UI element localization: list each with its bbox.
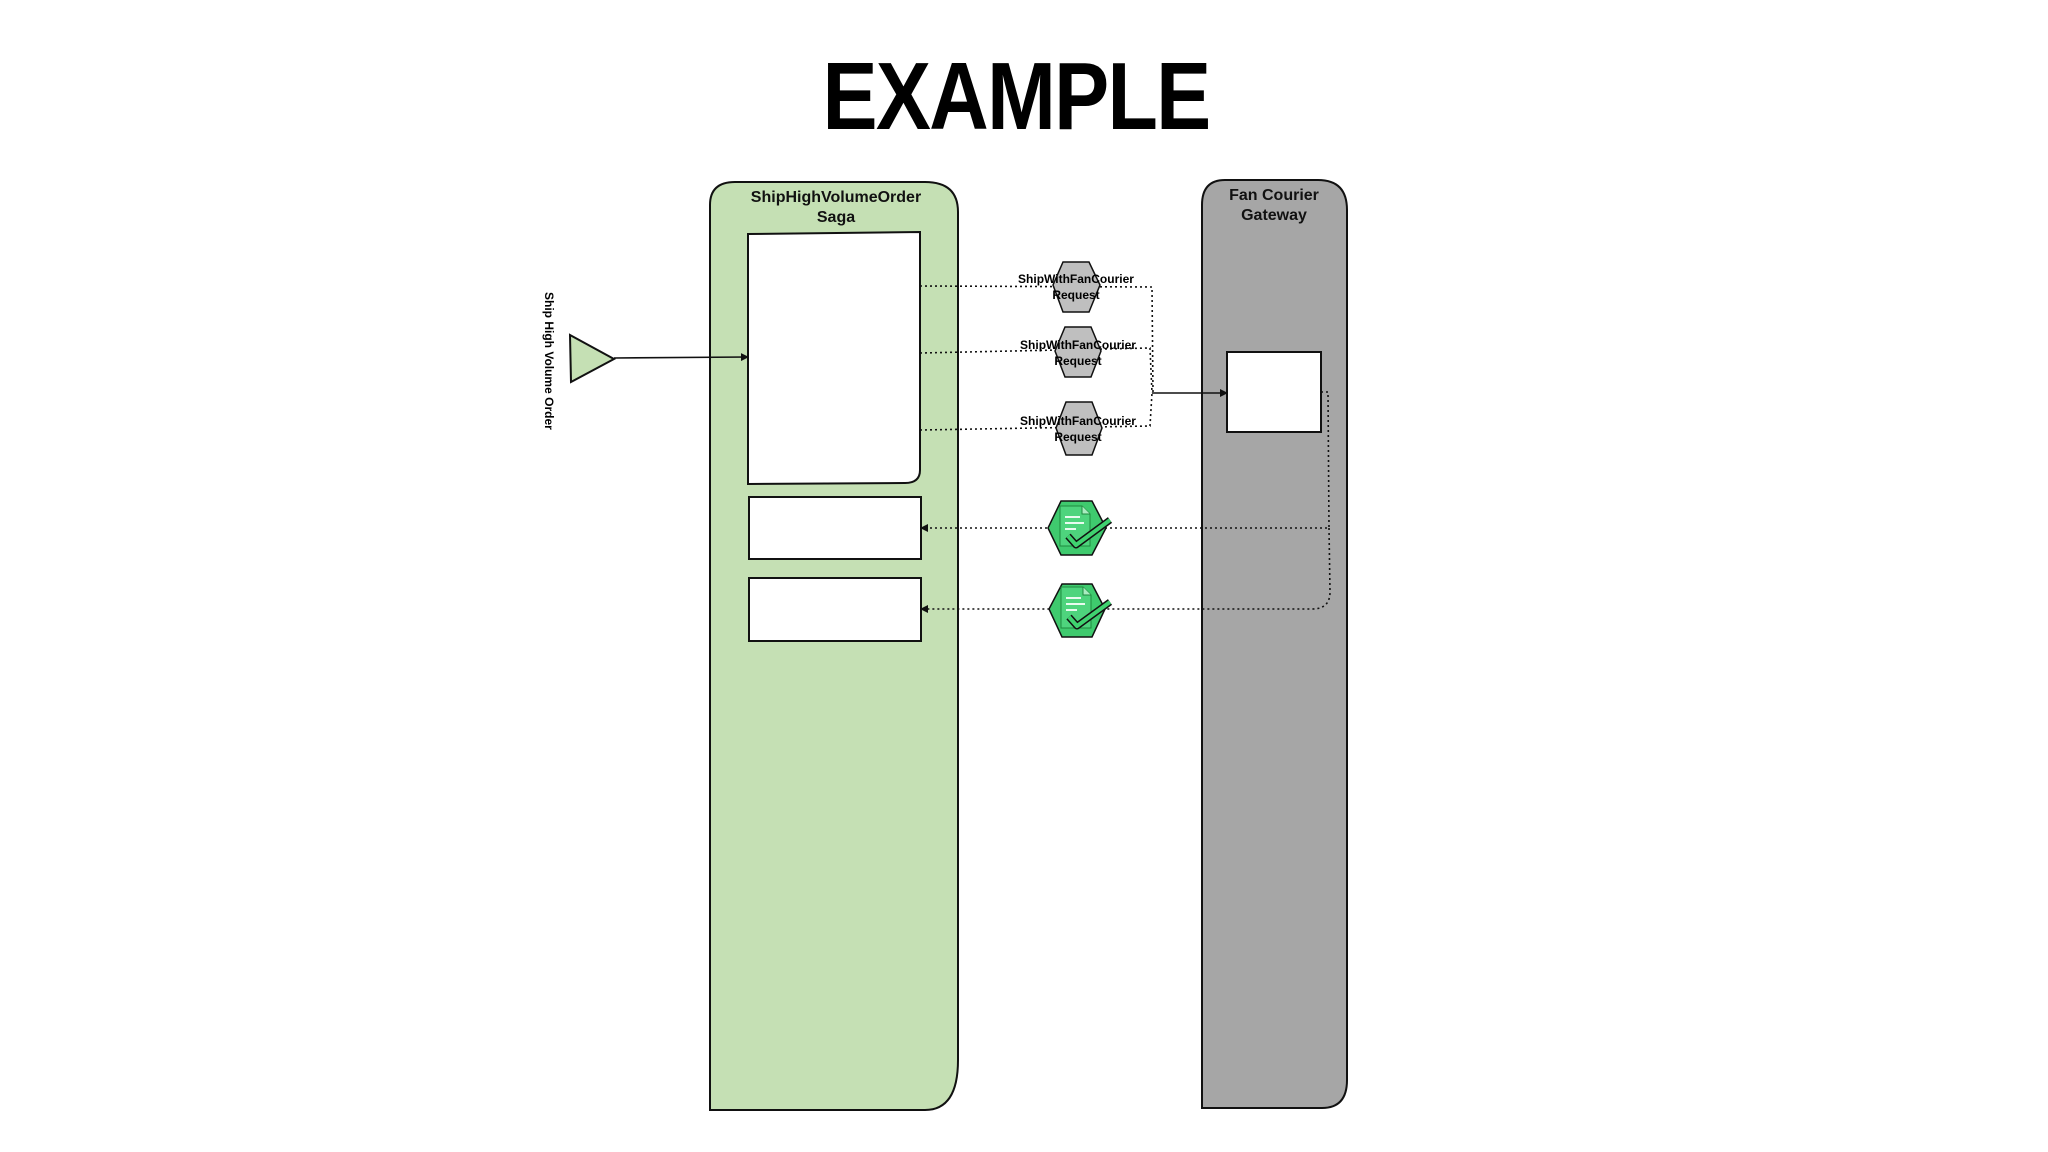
request-label-2a: ShipWithFanCourier (1020, 338, 1136, 352)
gateway-lane (1201, 179, 1348, 1109)
request-hexagon-3 (1055, 401, 1103, 456)
page-title: EXAMPLE (822, 43, 1211, 150)
response-message-2 (1048, 583, 1113, 638)
request-label-3b: Request (1054, 430, 1101, 444)
request-label-1b: Request (1052, 288, 1099, 302)
saga-response-box-2 (748, 577, 922, 642)
saga-response-box-1 (748, 496, 922, 560)
request-hexagon-2 (1054, 326, 1102, 378)
gateway-title-line2: Gateway (1241, 207, 1307, 224)
response-message-1 (1047, 500, 1113, 556)
saga-title-line2: Saga (817, 209, 855, 226)
request-label-2b: Request (1054, 354, 1101, 368)
request-connector-2 (919, 347, 1153, 394)
saga-title-line1: ShipHighVolumeOrder (751, 189, 921, 206)
response-connector-1 (920, 391, 1330, 532)
gateway-title-line1: Fan Courier (1229, 187, 1319, 204)
trigger-triangle (568, 333, 617, 384)
request-connector-3 (919, 392, 1153, 431)
request-label-3a: ShipWithFanCourier (1020, 414, 1136, 428)
trigger-arrow (613, 353, 749, 362)
trigger-label: Ship High Volume Order (542, 292, 556, 430)
saga-handler-box (747, 230, 921, 486)
request-label-1a: ShipWithFanCourier (1018, 272, 1134, 286)
document-check-icon (1059, 505, 1113, 549)
request-hexagon-1 (1052, 261, 1101, 313)
document-check-icon (1060, 586, 1113, 630)
gateway-handler-box (1226, 351, 1322, 433)
